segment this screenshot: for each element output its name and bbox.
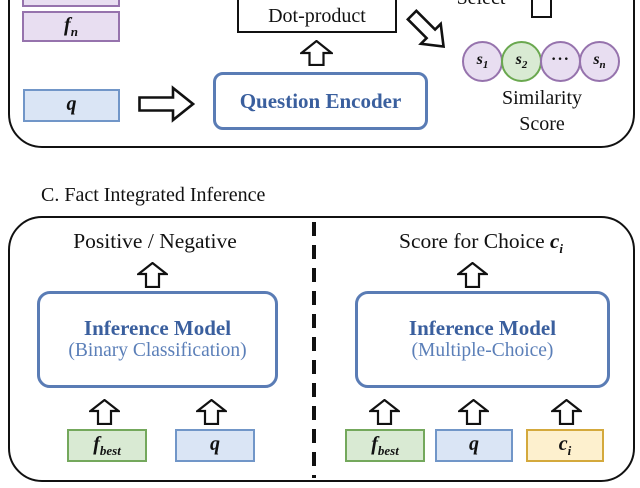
choice-output-var: ci xyxy=(550,229,563,257)
arrow-q-to-encoder xyxy=(138,85,195,123)
panel-c-divider xyxy=(312,222,316,478)
select-label: Select xyxy=(445,0,517,10)
choice-input-q-box: q xyxy=(435,429,513,462)
score-sn-label: sn xyxy=(593,50,606,72)
arrow-fbest-to-binary xyxy=(89,399,120,425)
fact-box-partial xyxy=(22,0,120,7)
score-ellipsis-label: ··· xyxy=(550,50,570,68)
score-circle-sn: sn xyxy=(579,41,620,82)
fact-box-fn: fn xyxy=(22,11,120,42)
similarity-score-caption: Similarity Score xyxy=(472,85,612,137)
arrow-binary-output xyxy=(137,262,168,288)
question-encoder-box: Question Encoder xyxy=(213,72,428,130)
dot-product-label: Dot-product xyxy=(268,5,366,27)
score-circle-ellipsis: ··· xyxy=(540,41,581,82)
arrow-dotproduct-to-scores xyxy=(399,2,457,60)
binary-q-label: q xyxy=(210,433,220,455)
question-encoder-label: Question Encoder xyxy=(239,88,402,113)
similarity-caption-line1: Similarity xyxy=(502,87,582,109)
choice-ci-label: ci xyxy=(558,433,572,458)
dot-product-box: Dot-product xyxy=(237,0,397,33)
inference-model-choice-box: Inference Model (Multiple-Choice) xyxy=(355,291,610,388)
arrow-q-to-choice xyxy=(458,399,489,425)
choice-input-ci-box: ci xyxy=(526,429,604,462)
arrow-fbest-to-choice xyxy=(369,399,400,425)
binary-output-label: Positive / Negative xyxy=(73,229,237,253)
choice-model-subtitle: (Multiple-Choice) xyxy=(411,340,554,362)
arrow-ci-to-choice xyxy=(551,399,582,425)
arrow-choice-output xyxy=(457,262,488,288)
binary-input-fbest-box: fbest xyxy=(67,429,147,462)
choice-output-prefix: Score for Choice xyxy=(399,229,545,253)
choice-fbest-label: fbest xyxy=(371,433,399,458)
binary-fbest-label: fbest xyxy=(93,433,121,458)
inference-model-binary-box: Inference Model (Binary Classification) xyxy=(37,291,278,388)
arrow-s2-to-select-tail xyxy=(531,0,552,18)
choice-output-label: Score for Choice ci xyxy=(356,229,606,255)
choice-model-name: Inference Model xyxy=(408,316,557,341)
score-s2-label: s2 xyxy=(515,50,528,72)
arrow-q-to-binary xyxy=(196,399,227,425)
choice-q-label: q xyxy=(469,433,479,455)
binary-model-name: Inference Model xyxy=(83,316,232,341)
similarity-caption-line2: Score xyxy=(519,113,565,135)
question-box-q: q xyxy=(23,89,120,122)
binary-input-q-box: q xyxy=(175,429,255,462)
score-s1-label: s1 xyxy=(476,50,489,72)
score-circle-s1: s1 xyxy=(462,41,503,82)
arrow-encoder-to-dotproduct xyxy=(300,40,333,66)
fact-fn-label: fn xyxy=(64,14,78,39)
binary-model-subtitle: (Binary Classification) xyxy=(68,340,247,362)
score-circle-s2: s2 xyxy=(501,41,542,82)
question-q-label: q xyxy=(66,93,77,115)
section-c-title: C. Fact Integrated Inference xyxy=(41,184,266,206)
choice-input-fbest-box: fbest xyxy=(345,429,425,462)
